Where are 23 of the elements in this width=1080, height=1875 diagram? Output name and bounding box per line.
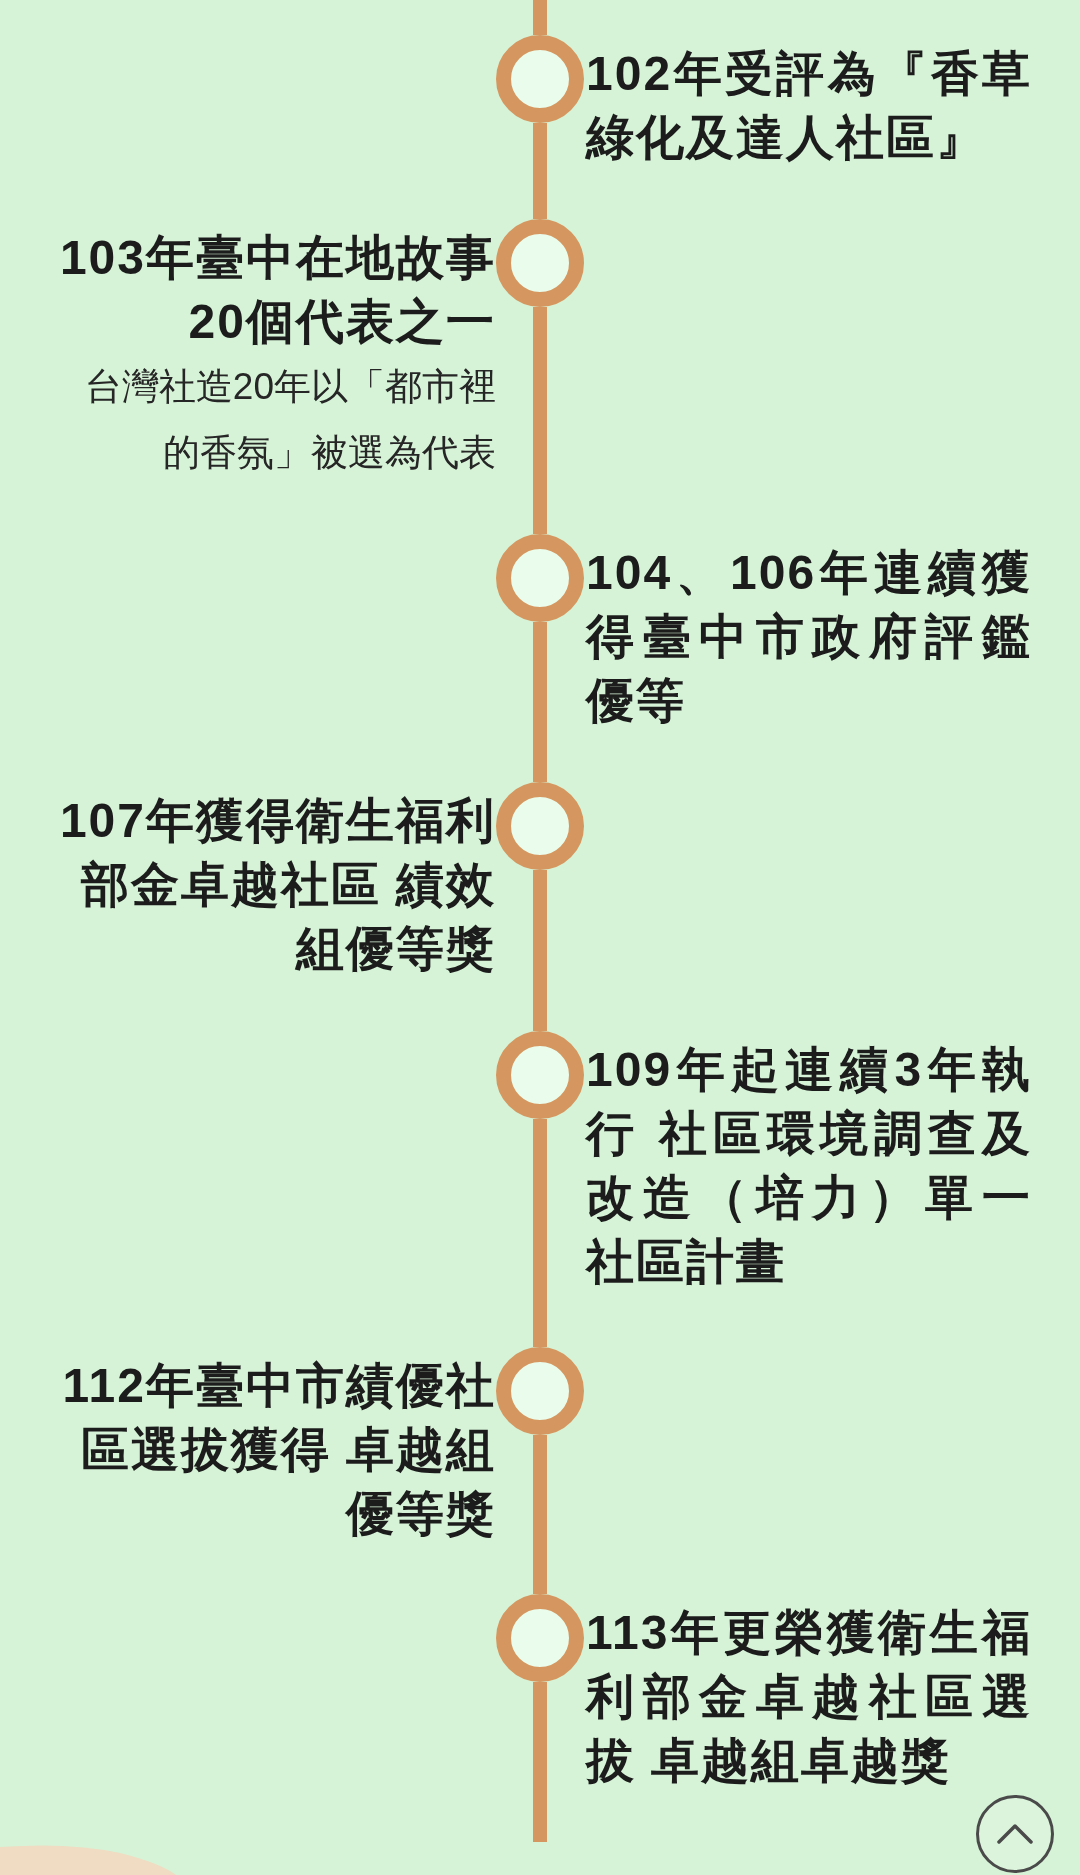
- event-title: 112年臺中市績優社區選拔獲得 卓越組優等獎: [61, 1358, 496, 1542]
- event-title: 113年更榮獲衛生福利部金卓越社區選拔 卓越組卓越獎: [586, 1605, 1032, 1789]
- timeline-circle: [496, 219, 584, 307]
- timeline-circle: [496, 35, 584, 123]
- timeline-line: [533, 622, 547, 782]
- event-title: 109年起連續3年執行 社區環境調查及改造（培力）單一社區計畫: [586, 1042, 1032, 1290]
- timeline-line: [533, 870, 547, 1031]
- event-title: 104、106年連續獲得臺中市政府評鑑優等: [586, 545, 1032, 729]
- timeline-line: [533, 0, 547, 35]
- timeline-line: [533, 1119, 547, 1347]
- event-note: 台灣社造20年以「都市裡的香氛」被選為代表: [83, 365, 496, 475]
- timeline-line: [533, 1435, 547, 1594]
- event-title: 102年受評為『香草綠化及達人社區』: [586, 46, 1032, 166]
- timeline-circle: [496, 1594, 584, 1682]
- event-title: 107年獲得衛生福利部金卓越社區 績效組優等獎: [58, 793, 496, 977]
- timeline-circle: [496, 534, 584, 622]
- timeline-line: [533, 1682, 547, 1842]
- timeline-circle: [496, 1347, 584, 1435]
- timeline-circle: [496, 1031, 584, 1119]
- timeline-line: [533, 307, 547, 534]
- event-title: 103年臺中在地故事20個代表之一: [58, 230, 496, 350]
- timeline-line: [533, 123, 547, 219]
- timeline-circle: [496, 782, 584, 870]
